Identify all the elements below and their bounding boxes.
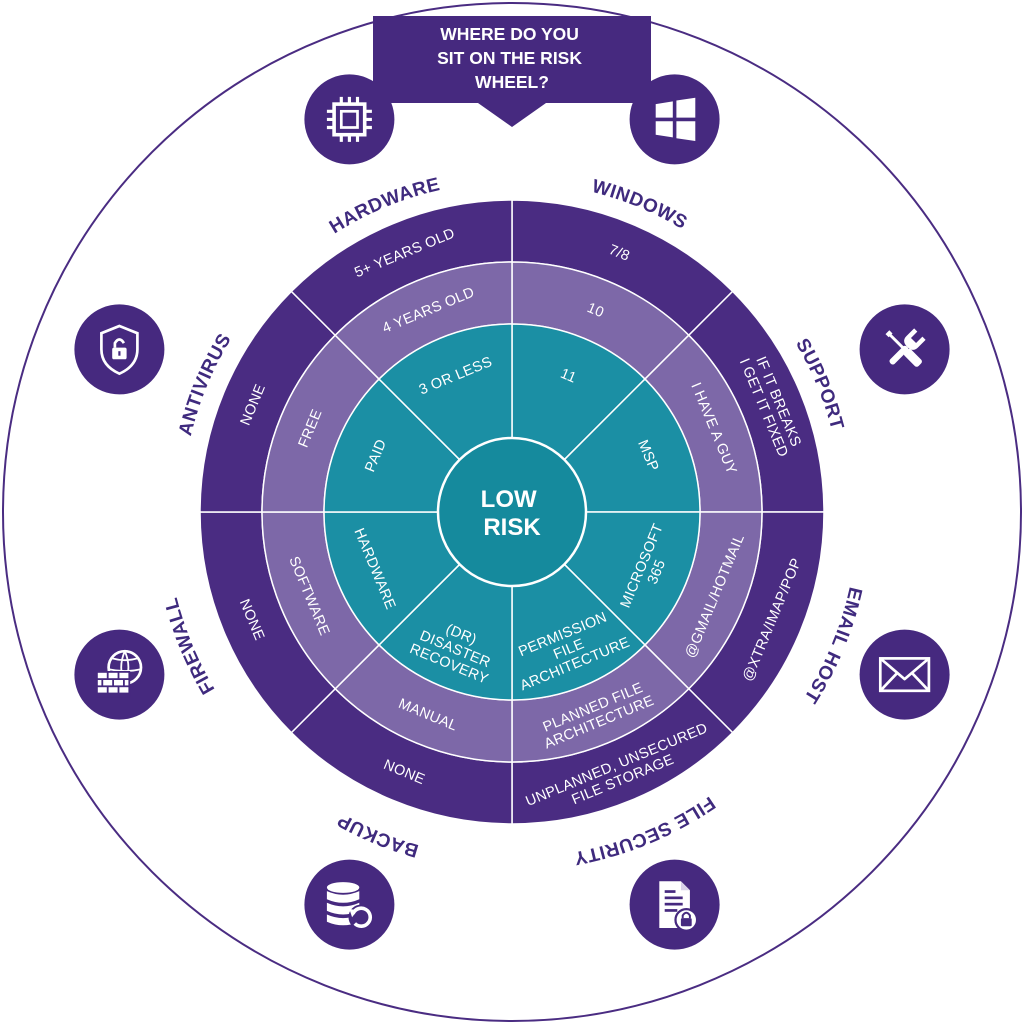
- firewall-icon: [74, 629, 165, 720]
- cpu-chip-icon: [304, 74, 395, 165]
- banner-shape: [373, 16, 651, 127]
- center-hub: [436, 436, 588, 588]
- banner: WHERE DO YOU SIT ON THE RISK WHEEL?: [373, 16, 651, 127]
- banner-line-2: SIT ON THE RISK: [437, 48, 582, 68]
- segment-label-windows-outer: 7/8: [606, 242, 632, 265]
- shield-lock-icon: [74, 304, 165, 395]
- database-backup-icon: [304, 859, 395, 950]
- secure-file-icon: [629, 859, 720, 950]
- envelope-icon: [859, 629, 950, 720]
- tools-icon: [859, 304, 950, 395]
- segment-label-windows-middle: 10: [585, 300, 607, 321]
- windows-icon: [629, 74, 720, 165]
- banner-line-1: WHERE DO YOU: [440, 24, 579, 44]
- segment-label-windows-inner: 11: [558, 366, 579, 387]
- svg-text:WHERE DO YOU SIT ON THE: WHERE DO YOU SIT ON THE RISK WHEEL?: [437, 24, 587, 92]
- center-label: LOW RISK: [481, 486, 544, 541]
- banner-line-3: WHEEL?: [475, 72, 549, 92]
